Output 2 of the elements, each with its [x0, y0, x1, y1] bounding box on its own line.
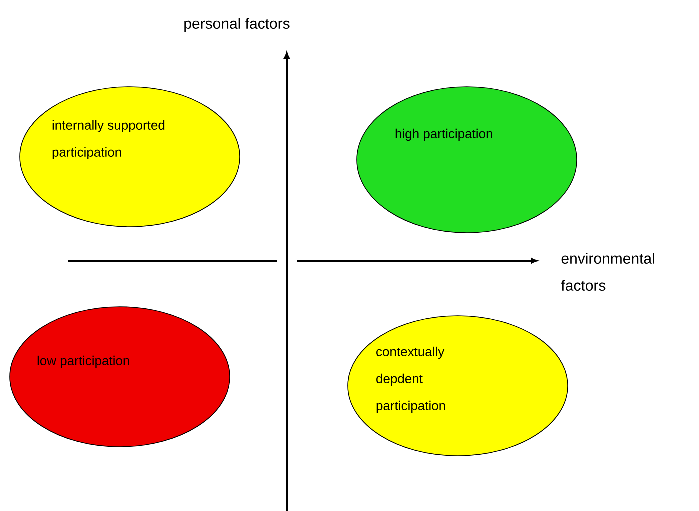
axis-label: personal factors [184, 18, 290, 32]
axis-label: environmental factors [561, 253, 654, 291]
